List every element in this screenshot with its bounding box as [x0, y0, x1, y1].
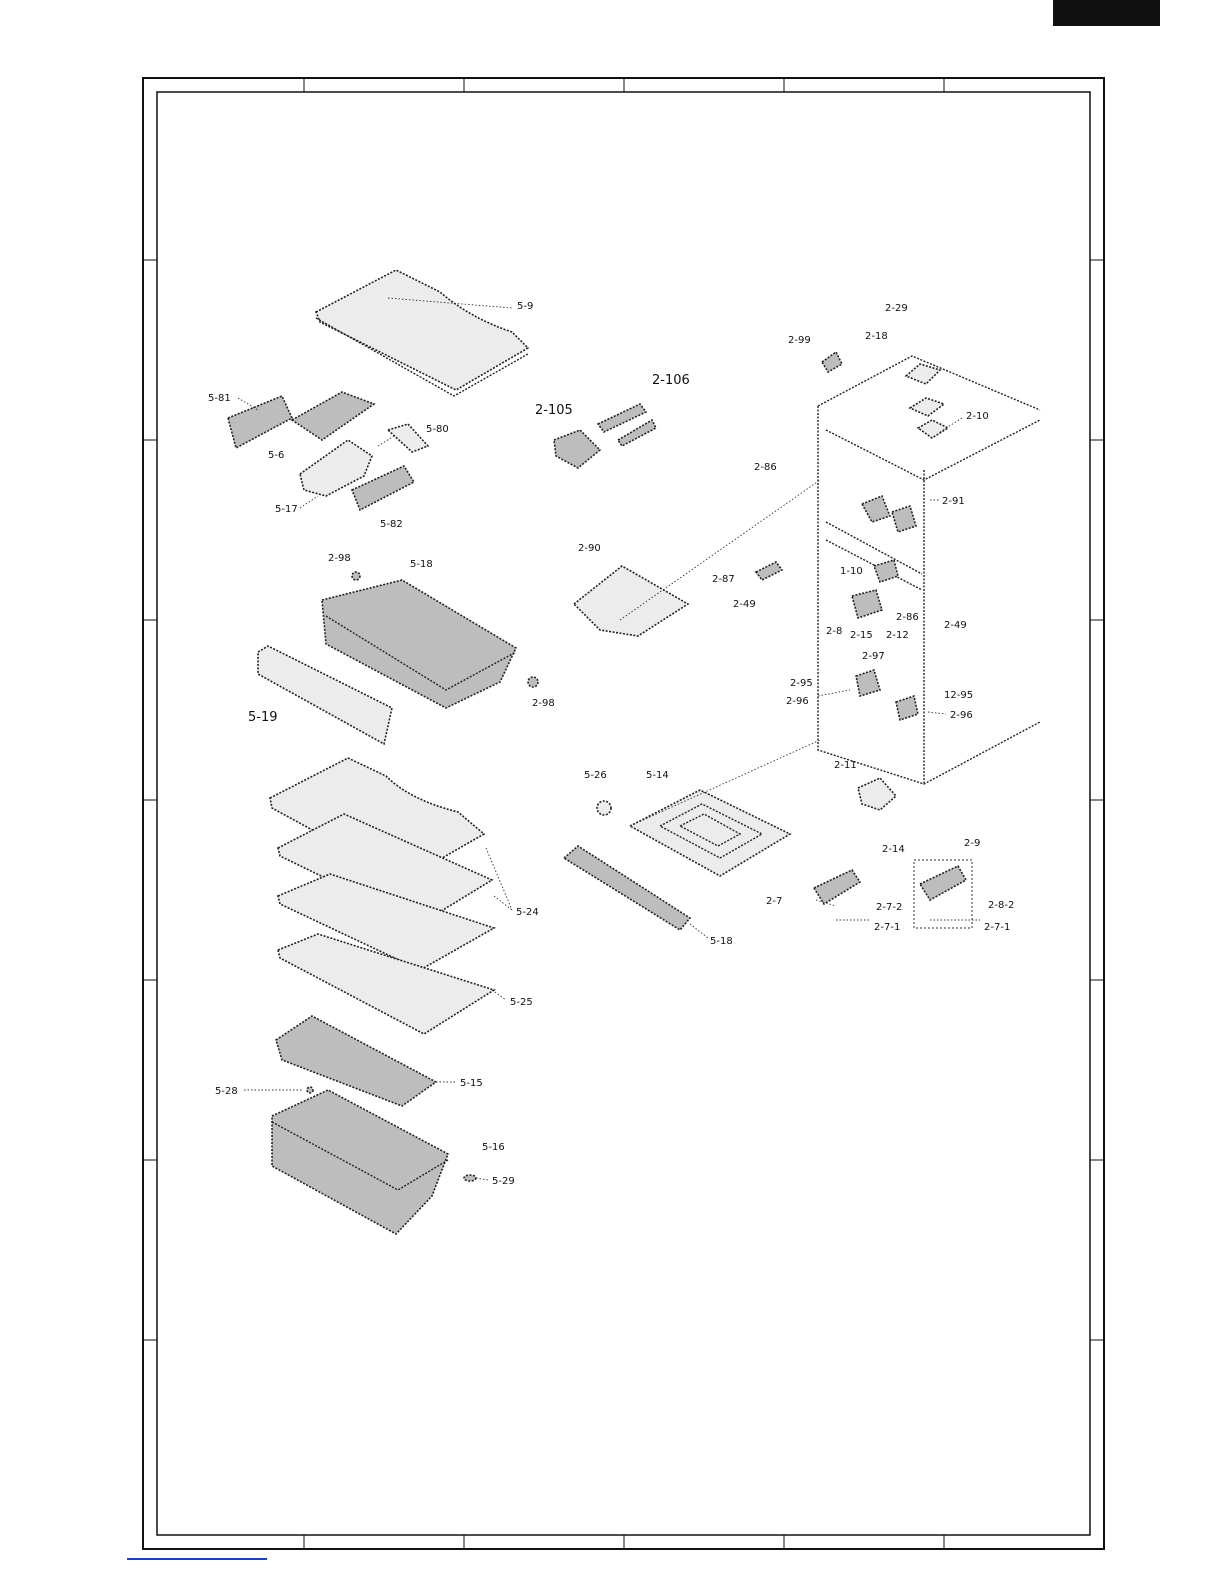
callout-5-19: 5-19 — [248, 710, 278, 725]
part-2-106 — [598, 404, 656, 446]
callout-2-8: 2-8 — [826, 626, 842, 637]
callout-2-15: 2-15 — [850, 630, 873, 641]
callout-5-80: 5-80 — [426, 424, 449, 435]
part-2-7-hinge — [814, 870, 860, 904]
callout-2-95-right: 12-95 — [944, 690, 973, 701]
callout-2-49-left: 2-49 — [733, 599, 756, 610]
part-hinge-group — [852, 496, 918, 720]
part-5-81 — [228, 396, 292, 448]
part-2-18 — [910, 398, 944, 416]
callout-2-97: 2-97 — [862, 651, 885, 662]
callout-2-14: 2-14 — [882, 844, 905, 855]
callout-2-11: 2-11 — [834, 760, 857, 771]
callout-2-12: 2-12 — [886, 630, 909, 641]
callout-5-6: 5-6 — [268, 450, 284, 461]
callout-2-49-right: 2-49 — [944, 620, 967, 631]
callout-2-91: 2-91 — [942, 496, 965, 507]
part-5-18-bar — [564, 846, 690, 930]
callout-5-18-lower: 5-18 — [710, 936, 733, 947]
callout-2-99: 2-99 — [788, 335, 811, 346]
callout-2-106: 2-106 — [652, 373, 690, 388]
callout-5-15: 5-15 — [460, 1078, 483, 1089]
part-2-98a — [352, 572, 360, 580]
part-5-29 — [464, 1175, 476, 1181]
callout-2-96-left: 2-96 — [786, 696, 809, 707]
part-5-24-shelves — [270, 758, 494, 970]
callout-2-86-lower: 2-86 — [896, 612, 919, 623]
callout-2-8-2: 2-8-2 — [988, 900, 1014, 911]
callout-5-24: 5-24 — [516, 907, 539, 918]
callout-5-82: 5-82 — [380, 519, 403, 530]
part-2-10 — [918, 420, 948, 438]
callout-2-90: 2-90 — [578, 543, 601, 554]
part-5-9-shelf — [316, 270, 528, 396]
part-2-98b — [528, 677, 538, 687]
part-5-14-tray — [630, 790, 790, 876]
callout-2-96-right: 2-96 — [950, 710, 973, 721]
callout-5-26: 5-26 — [584, 770, 607, 781]
part-2-29 — [906, 364, 940, 384]
callout-5-18-upper: 5-18 — [410, 559, 433, 570]
callout-2-7: 2-7 — [766, 896, 782, 907]
bottom-link-underline[interactable] — [127, 1558, 267, 1560]
part-2-9-hinge — [920, 866, 966, 900]
part-2-9-box — [914, 860, 972, 928]
callout-5-14: 5-14 — [646, 770, 669, 781]
callout-2-87: 2-87 — [712, 574, 735, 585]
part-5-80 — [388, 424, 428, 452]
part-2-11 — [858, 778, 896, 810]
callout-2-95-left: 2-95 — [790, 678, 813, 689]
callout-5-29: 5-29 — [492, 1176, 515, 1187]
callout-5-17: 5-17 — [275, 504, 298, 515]
part-2-87 — [756, 562, 782, 580]
callout-2-86-upper: 2-86 — [754, 462, 777, 473]
callout-2-18: 2-18 — [865, 331, 888, 342]
part-5-15-tray — [276, 1016, 436, 1106]
callout-2-7-1-left: 2-7-1 — [874, 922, 900, 933]
part-2-90 — [574, 566, 688, 636]
part-2-99 — [822, 352, 842, 372]
part-5-26 — [597, 801, 611, 815]
callout-2-7-2: 2-7-2 — [876, 902, 902, 913]
callout-5-81: 5-81 — [208, 393, 231, 404]
part-5-28 — [307, 1087, 313, 1093]
callout-5-25: 5-25 — [510, 997, 533, 1008]
callout-5-9: 5-9 — [517, 301, 533, 312]
callout-2-98-lower: 2-98 — [532, 698, 555, 709]
part-5-16-crisper — [272, 1090, 448, 1234]
part-2-105 — [554, 430, 600, 468]
callout-2-10: 2-10 — [966, 411, 989, 422]
part-5-6 — [292, 392, 374, 440]
callout-5-16: 5-16 — [482, 1142, 505, 1153]
callout-2-7-1-right: 2-7-1 — [984, 922, 1010, 933]
callout-1-10: 1-10 — [840, 566, 863, 577]
callout-5-28: 5-28 — [215, 1086, 238, 1097]
callout-2-98-upper: 2-98 — [328, 553, 351, 564]
callout-2-9: 2-9 — [964, 838, 980, 849]
callout-2-105: 2-105 — [535, 403, 573, 418]
callout-2-29: 2-29 — [885, 303, 908, 314]
